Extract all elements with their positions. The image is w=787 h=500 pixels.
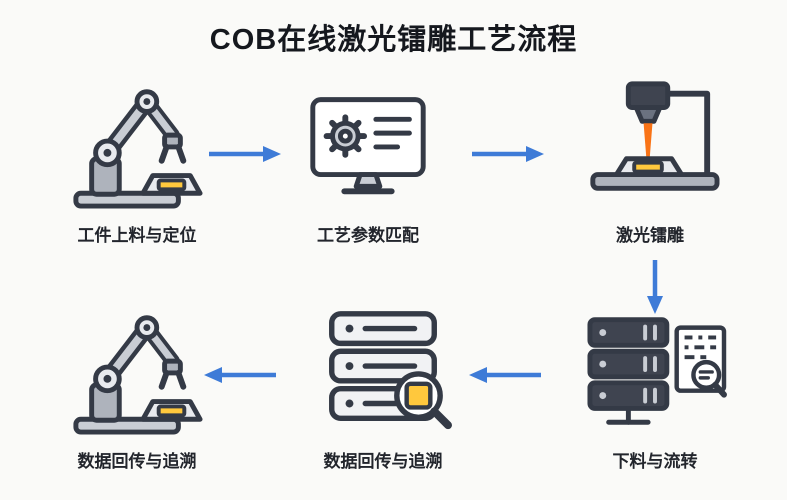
laser-marking-machine-icon xyxy=(555,72,745,212)
step-workpiece-loading: 工件上料与定位 xyxy=(42,72,232,246)
step-label: 工艺参数匹配 xyxy=(317,226,419,245)
step-label: 数据回传与追溯 xyxy=(77,452,197,471)
arrow-down-icon xyxy=(644,258,666,321)
robot-arm-icon xyxy=(42,298,232,438)
arrow-right-icon xyxy=(470,143,548,170)
step-laser-marking: 激光镭雕 xyxy=(555,72,745,246)
step-label: 下料与流转 xyxy=(612,452,698,471)
step-process-parameters: 工艺参数匹配 xyxy=(273,72,463,246)
step-label: 工件上料与定位 xyxy=(77,226,197,245)
server-rack-document-magnifier-icon xyxy=(560,298,750,438)
monitor-gear-icon xyxy=(273,72,463,212)
arrow-left-icon xyxy=(200,364,278,391)
arrow-left-icon xyxy=(465,364,543,391)
step-unloading-transfer: 下料与流转 xyxy=(560,298,750,472)
arrow-right-icon xyxy=(207,143,285,170)
step-data-traceability: 数据回传与追溯 xyxy=(288,298,478,472)
step-data-feedback: 数据回传与追溯 xyxy=(42,298,232,472)
diagram-title: COB在线激光镭雕工艺流程 xyxy=(209,24,578,56)
server-stack-magnifier-icon xyxy=(288,298,478,438)
step-label: 激光镭雕 xyxy=(616,226,684,245)
step-label: 数据回传与追溯 xyxy=(323,452,443,471)
robot-arm-icon xyxy=(42,72,232,212)
